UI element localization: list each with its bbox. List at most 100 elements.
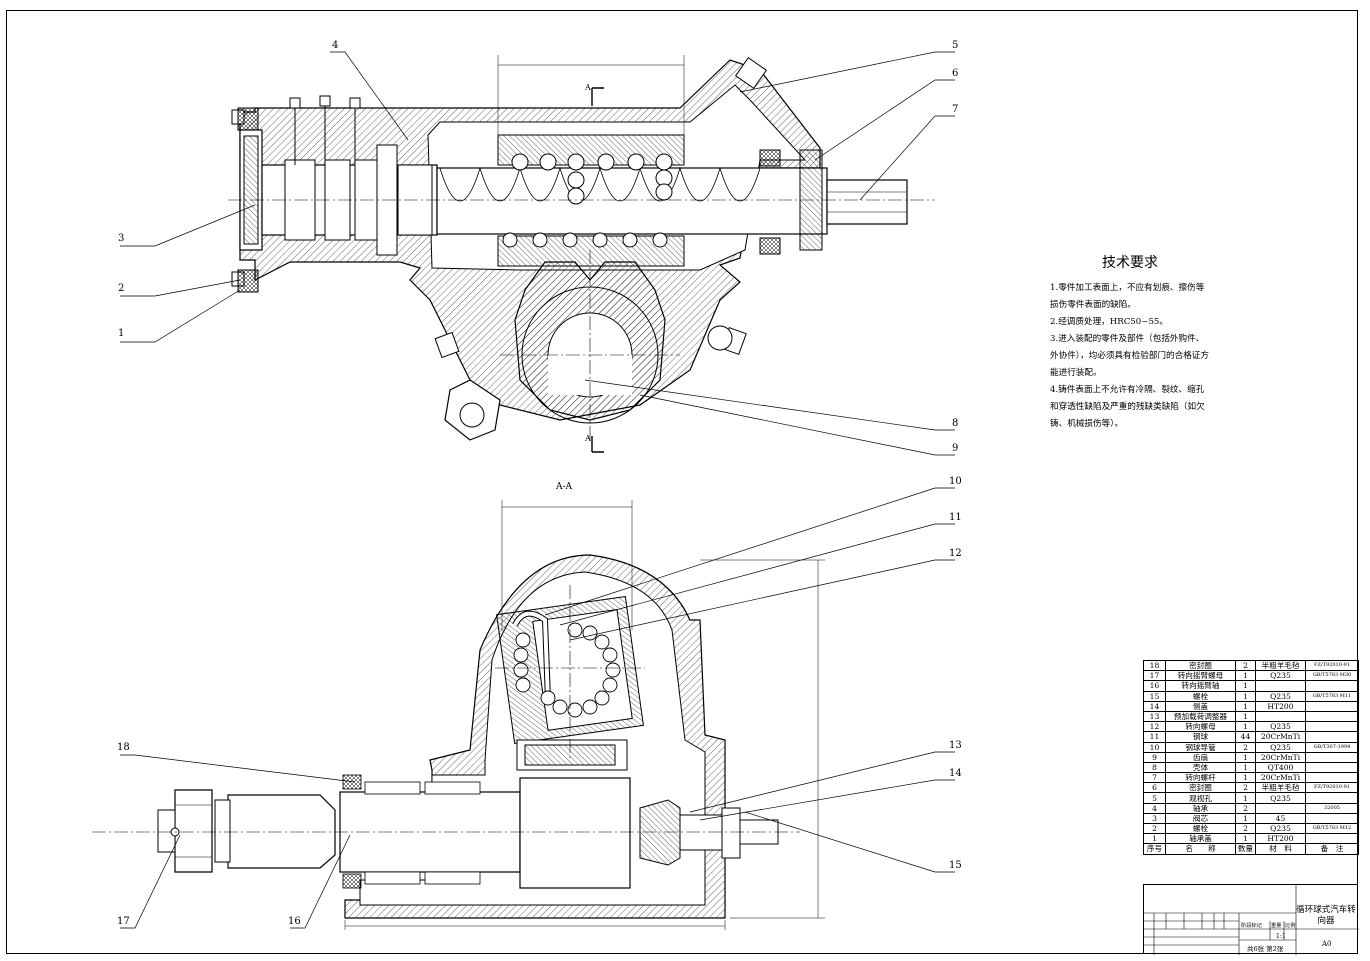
bom-cell-no: 18	[1143, 659, 1166, 672]
sheet-count: 共6张 第2张	[1247, 945, 1284, 953]
bom-cell-note: GB/T307-1994	[1305, 741, 1359, 753]
drawing-frame	[6, 10, 1358, 954]
bom-cell-qty: 1	[1235, 833, 1256, 845]
bom-cell-qty: 1	[1235, 721, 1256, 733]
tech-req-item: 2.经调质处理，HRC50~55。	[1050, 317, 1168, 327]
callout-5: 5	[952, 40, 959, 51]
bom-cell-no: 12	[1143, 721, 1166, 733]
bom-cell-note	[1305, 680, 1359, 692]
section-marker-top: A	[585, 83, 591, 92]
bom-cell-qty: 44	[1235, 731, 1256, 743]
bom-cell-qty: 1	[1235, 812, 1256, 825]
bom-cell-no: 15	[1143, 690, 1166, 702]
callout-13: 13	[949, 740, 962, 751]
bom-cell-note	[1305, 761, 1359, 774]
bom-cell-name: 密封圈	[1165, 782, 1236, 794]
weight-label: 重量	[1271, 923, 1282, 929]
scale-value: 1:1	[1276, 933, 1286, 940]
bom-cell-qty: 1	[1235, 700, 1256, 712]
bom-header-row: 序号 名 称 数量 材 料 备 注	[1143, 843, 1359, 855]
bom-header-cell: 备 注	[1305, 843, 1359, 855]
bom-cell-mat	[1255, 710, 1306, 723]
bom-cell-mat: HT200	[1255, 700, 1306, 712]
rocker-nut	[157, 789, 213, 873]
bom-cell-qty: 2	[1235, 782, 1256, 794]
bom-cell-name: 钢球导管	[1165, 741, 1236, 753]
callout-12: 12	[949, 548, 962, 559]
leader-lines	[120, 51, 955, 929]
bom-cell-mat: Q235	[1255, 690, 1306, 702]
bom-cell-note	[1305, 833, 1359, 845]
bom-cell-qty: 1	[1235, 710, 1256, 723]
callout-6: 6	[952, 68, 959, 79]
bom-cell-mat	[1255, 680, 1306, 692]
bom-cell-qty: 2	[1235, 802, 1256, 814]
callout-2: 2	[118, 283, 125, 294]
callout-9: 9	[952, 443, 959, 454]
bom-cell-note: FZ/T92010-91	[1305, 659, 1359, 672]
bom-cell-no: 14	[1143, 700, 1166, 712]
callout-1: 1	[118, 328, 125, 339]
tech-req-item: 3.进入装配的零件及部件（包括外购件、外协件），均必须具有检验部门的合格证方能进…	[1050, 334, 1209, 378]
bom-cell-note: 32005	[1305, 802, 1359, 814]
bom-cell-no: 6	[1143, 782, 1166, 794]
bom-cell-name: 观视孔	[1165, 792, 1236, 804]
bom-cell-note: GB/T5783 M11	[1305, 690, 1359, 702]
bom-header-cell: 数量	[1235, 843, 1256, 855]
scale-label: 比例	[1285, 923, 1296, 929]
bom-cell-note	[1305, 721, 1359, 733]
bom-cell-mat: QT400	[1255, 761, 1306, 774]
valve-bolts	[289, 95, 361, 165]
bom-cell-no: 13	[1143, 710, 1166, 723]
section-label: A-A	[556, 482, 573, 492]
bom-cell-name: 轴承	[1165, 802, 1236, 814]
input-shaft	[826, 179, 908, 225]
balls-top	[502, 153, 673, 248]
bom-cell-name: 预加载荷调整器	[1165, 710, 1236, 723]
bom-cell-mat	[1255, 802, 1306, 814]
bom-cell-no: 10	[1143, 741, 1166, 753]
bom-cell-name: 螺栓	[1165, 822, 1236, 835]
bom-cell-name: 壳体	[1165, 761, 1236, 774]
bom-cell-mat: 20CrMnTi	[1255, 731, 1306, 743]
tech-req-title: 技术要求	[1102, 255, 1158, 271]
callout-7: 7	[952, 104, 959, 115]
bom-cell-note: GB/T5783 M12	[1305, 822, 1359, 835]
bom-cell-note	[1305, 731, 1359, 743]
bom-header-cell: 材 料	[1255, 843, 1306, 855]
bom-cell-qty: 1	[1235, 751, 1256, 763]
balls-aa	[513, 622, 621, 718]
bom-cell-name: 转向摇臂螺母	[1165, 670, 1236, 682]
bom-cell-mat: Q235	[1255, 741, 1306, 753]
bom-cell-qty: 1	[1235, 772, 1256, 784]
bom-cell-note	[1305, 710, 1359, 723]
bom-header-cell: 名 称	[1165, 843, 1236, 855]
bom-cell-note	[1305, 772, 1359, 784]
section-marker-bottom: A	[585, 434, 591, 443]
bom-cell-mat: 半粗羊毛毡	[1255, 659, 1306, 672]
callout-16: 16	[288, 916, 301, 927]
callout-11: 11	[949, 512, 962, 523]
bom-cell-name: 轴承盖	[1165, 833, 1236, 845]
ball-nut-top	[497, 134, 685, 166]
bom-cell-mat: Q235	[1255, 670, 1306, 682]
bom-cell-no: 5	[1143, 792, 1166, 804]
bom-cell-no: 3	[1143, 812, 1166, 825]
stage-mark-label: 阶段标记	[1241, 923, 1262, 929]
bom-cell-qty: 2	[1235, 659, 1256, 672]
bom-cell-mat: 半粗羊毛毡	[1255, 782, 1306, 794]
bom-cell-no: 11	[1143, 731, 1166, 743]
bom-cell-name: 转向摇臂轴	[1165, 680, 1236, 692]
bom-cell-note: FZ/T92010-91	[1305, 782, 1359, 794]
